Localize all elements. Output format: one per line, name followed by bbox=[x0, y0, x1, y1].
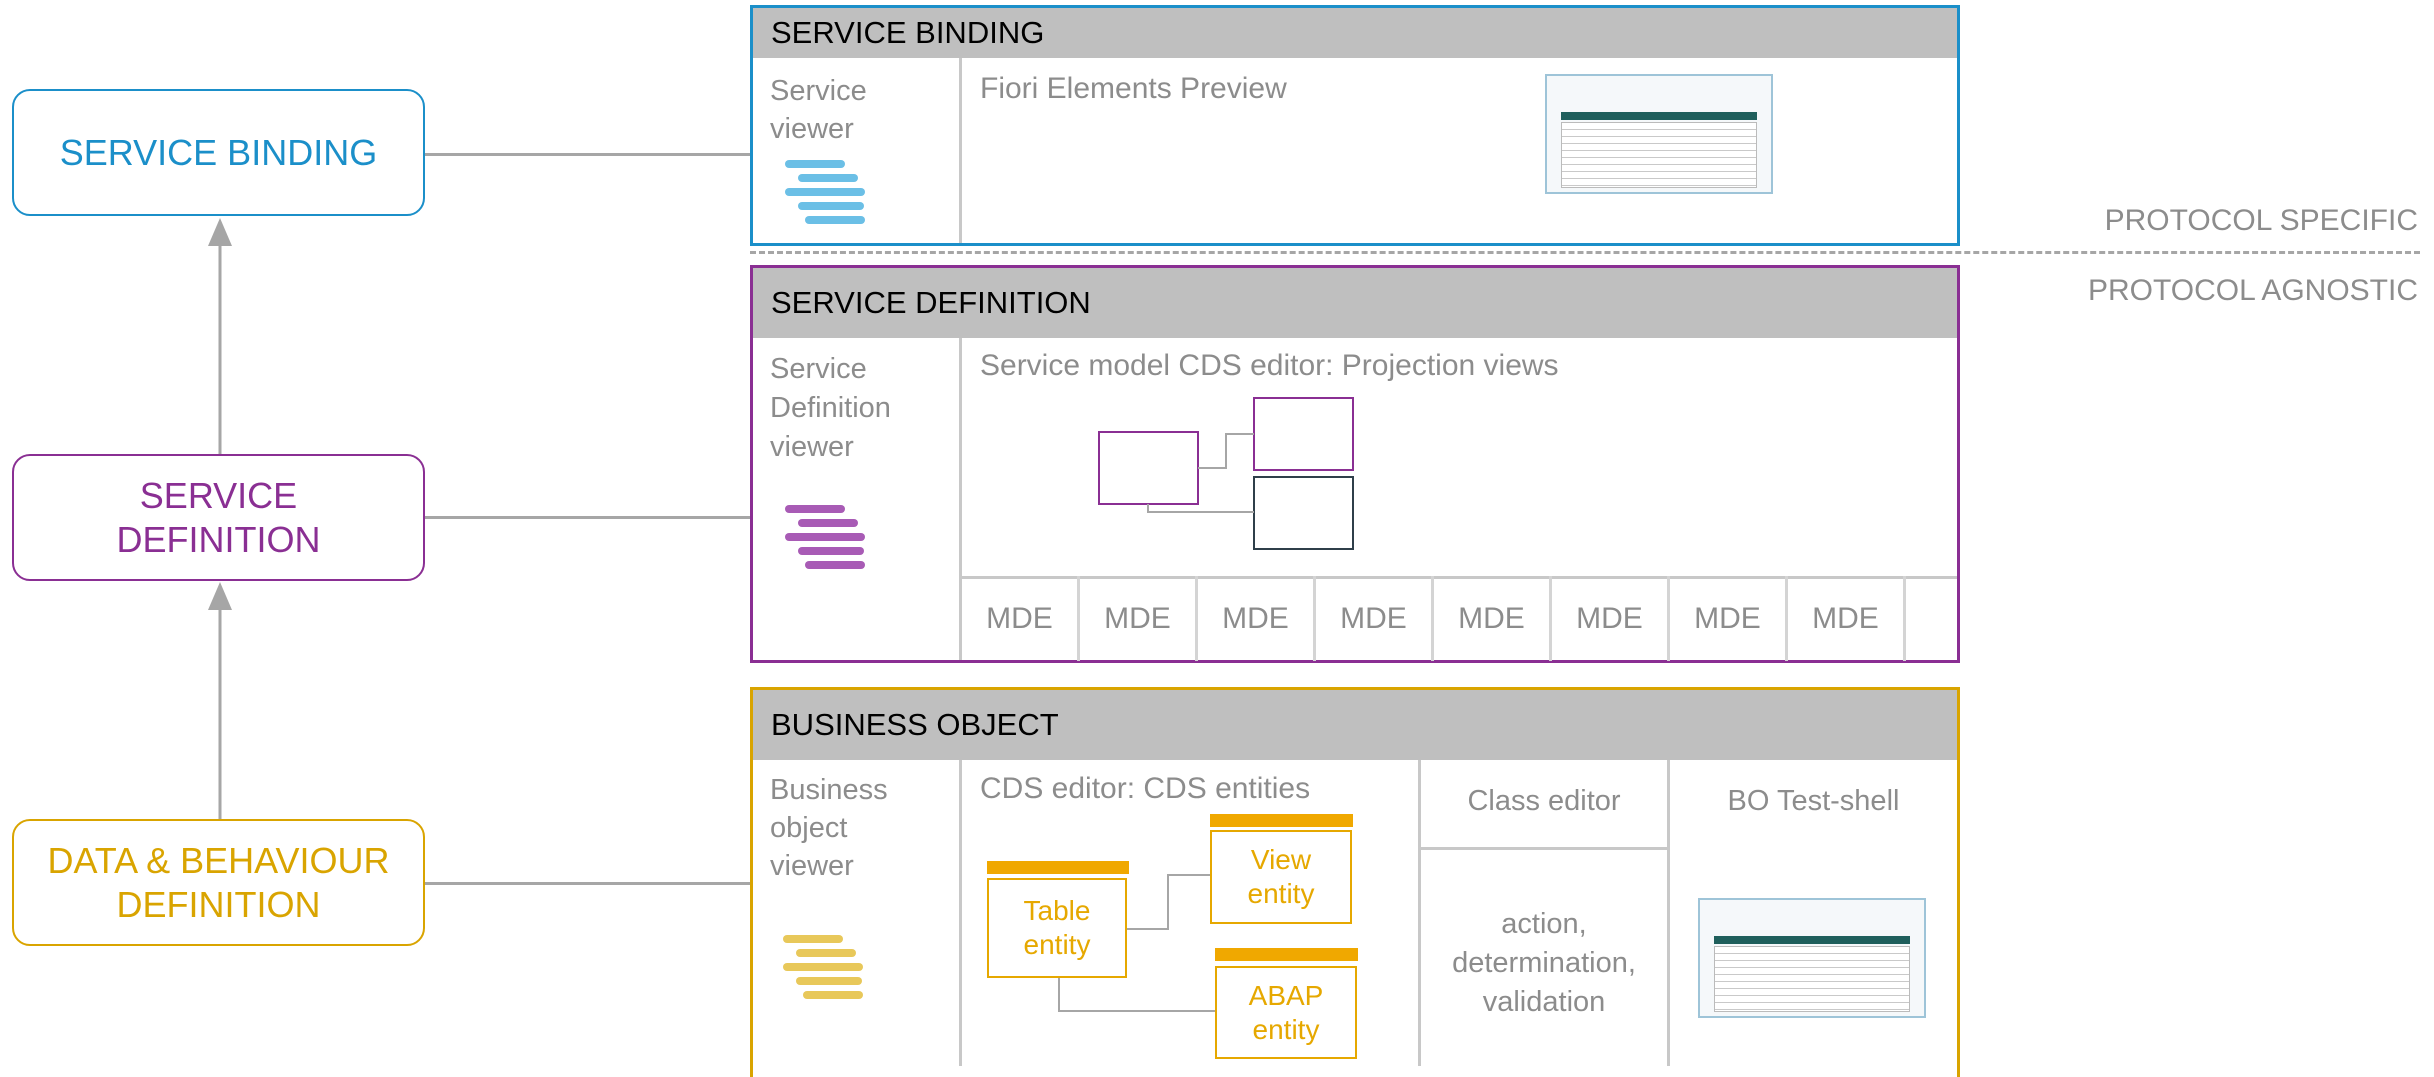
mde-cell: MDE bbox=[1552, 576, 1670, 661]
fiori-elements-preview-label: Fiori Elements Preview bbox=[980, 72, 1287, 105]
projection-views-label: Service model CDS editor: Projection vie… bbox=[980, 349, 1559, 382]
bo-divider-3 bbox=[1667, 760, 1670, 1066]
cds-editor-label: CDS editor: CDS entities bbox=[980, 772, 1311, 805]
mde-cell: MDE bbox=[1670, 576, 1788, 661]
service-definition-panel-header: SERVICE DEFINITION bbox=[753, 268, 1957, 338]
cds-entity-links bbox=[1058, 874, 1215, 1012]
connector-definition bbox=[425, 516, 750, 519]
bo-test-shell-label: BO Test-shell bbox=[1727, 785, 1900, 817]
table-entity-bar bbox=[987, 861, 1129, 874]
service-definition-node-label-2: DEFINITION bbox=[116, 518, 321, 560]
layer-arrows bbox=[208, 218, 232, 819]
connector-behaviour bbox=[425, 882, 750, 885]
service-viewer-label-1: Service bbox=[770, 75, 867, 107]
service-binding-node: SERVICE BINDING bbox=[12, 89, 425, 216]
abap-entity-label-2: entity bbox=[1252, 1013, 1320, 1045]
mde-cell: MDE bbox=[962, 576, 1080, 661]
arrow-head-up-1 bbox=[208, 218, 232, 246]
business-object-panel bbox=[750, 687, 1960, 1077]
service-binding-panel-header: SERVICE BINDING bbox=[753, 8, 1957, 58]
service-definition-viewer-label-3: viewer bbox=[770, 431, 854, 463]
abap-entity-label-1: ABAP bbox=[1248, 979, 1324, 1011]
mde-cell: MDE bbox=[1080, 576, 1198, 661]
mde-cell: MDE bbox=[1434, 576, 1552, 661]
class-editor-item-action: action, bbox=[1501, 908, 1587, 940]
service-definition-node: SERVICE DEFINITION bbox=[12, 454, 425, 581]
bo-divider-1 bbox=[959, 760, 962, 1066]
class-editor-divider bbox=[1421, 847, 1667, 850]
bo-divider-2 bbox=[1418, 760, 1421, 1066]
binding-column-divider bbox=[959, 58, 962, 243]
projection-link-bottom bbox=[1147, 504, 1254, 513]
service-definition-viewer-label-1: Service bbox=[770, 353, 867, 385]
service-definition-viewer-label: Service Definition viewer bbox=[770, 350, 891, 467]
definition-column-divider bbox=[959, 338, 962, 660]
business-object-panel-header: BUSINESS OBJECT bbox=[753, 690, 1957, 760]
service-definition-panel bbox=[750, 265, 1960, 663]
protocol-divider bbox=[750, 251, 2420, 254]
view-entity-label-1: View bbox=[1250, 844, 1312, 875]
business-object-viewer-label: Business object viewer bbox=[770, 771, 888, 885]
view-entity-bar bbox=[1210, 814, 1353, 827]
mde-cell: MDE bbox=[1788, 576, 1906, 661]
data-behaviour-node-label-2: DEFINITION bbox=[116, 883, 321, 925]
class-editor-item-determination: determination, bbox=[1452, 947, 1636, 979]
business-object-viewer-label-1: Business bbox=[770, 774, 888, 806]
connector-binding bbox=[425, 153, 750, 156]
class-editor-item-validation: validation bbox=[1482, 986, 1606, 1018]
abap-entity: ABAP entity bbox=[1215, 966, 1357, 1059]
view-entity: View entity bbox=[1210, 830, 1352, 924]
data-behaviour-node-label-1: DATA & BEHAVIOUR bbox=[47, 839, 390, 881]
mde-cell: MDE bbox=[1316, 576, 1434, 661]
service-binding-node-label: SERVICE BINDING bbox=[59, 131, 378, 173]
bo-test-shell-thumbnail bbox=[1698, 898, 1926, 1018]
mde-cell: MDE bbox=[1198, 576, 1316, 661]
service-viewer-label-2: viewer bbox=[770, 113, 854, 145]
projection-box-top bbox=[1253, 397, 1354, 471]
view-entity-label-2: entity bbox=[1247, 878, 1315, 909]
service-definition-viewer-label-2: Definition bbox=[770, 392, 891, 424]
projection-link-top bbox=[1198, 433, 1254, 469]
abap-entity-bar bbox=[1215, 948, 1358, 961]
business-object-viewer-label-2: object bbox=[770, 812, 848, 844]
arrow-head-up-2 bbox=[208, 582, 232, 610]
service-definition-node-label-1: SERVICE bbox=[139, 474, 298, 516]
protocol-agnostic-label: PROTOCOL AGNOSTIC bbox=[2087, 274, 2418, 307]
fiori-preview-thumbnail bbox=[1545, 74, 1773, 194]
service-binding-panel bbox=[750, 5, 1960, 246]
projection-editor-bottom-border bbox=[959, 576, 1957, 579]
data-behaviour-node: DATA & BEHAVIOUR DEFINITION bbox=[12, 819, 425, 946]
link-table-to-view bbox=[1127, 874, 1210, 930]
service-viewer-label: Service viewer bbox=[770, 72, 867, 148]
projection-box-bottom bbox=[1253, 476, 1354, 550]
class-editor-label: Class editor bbox=[1467, 785, 1621, 817]
table-entity-label-1: Table bbox=[1023, 895, 1091, 926]
projection-views-diagram bbox=[1098, 397, 1354, 550]
business-object-viewer-label-3: viewer bbox=[770, 850, 854, 882]
protocol-specific-label: PROTOCOL SPECIFIC bbox=[2104, 204, 2418, 237]
link-table-to-abap bbox=[1058, 978, 1215, 1012]
class-editor-items: action, determination, validation bbox=[1421, 905, 1667, 1022]
table-entity: Table entity bbox=[987, 878, 1127, 978]
table-entity-label-2: entity bbox=[1023, 929, 1091, 960]
